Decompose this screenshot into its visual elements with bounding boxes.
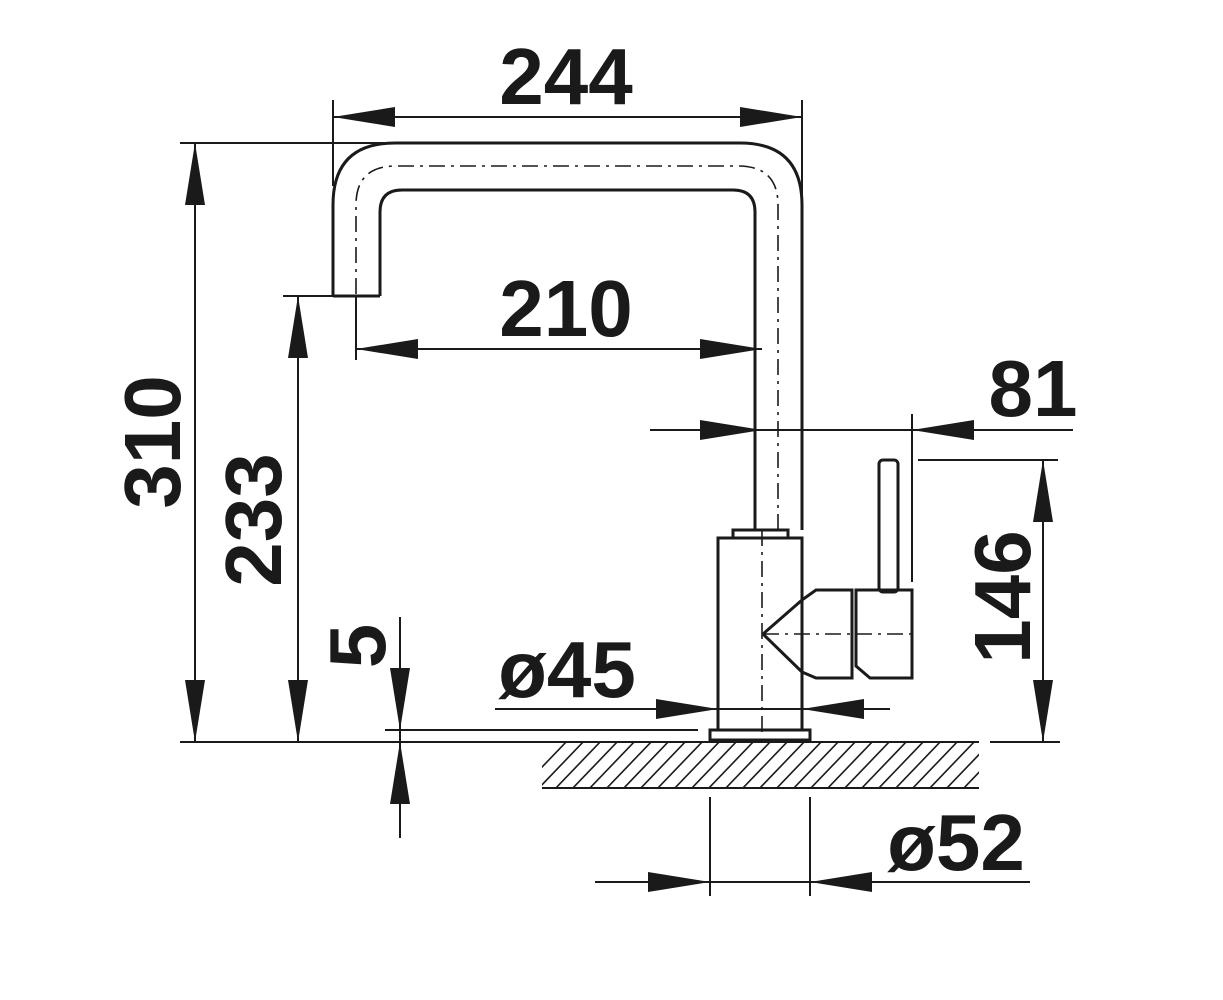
dimension-body-diameter: ø45 [495, 625, 890, 719]
dimension-hole-diameter: ø52 [595, 797, 1030, 896]
hatch-line [707, 742, 755, 788]
hatch-line [622, 742, 670, 788]
label-lever-height: 146 [958, 530, 1047, 663]
label-base-step: 5 [313, 624, 402, 669]
label-overall-height: 310 [108, 375, 197, 508]
hatch-line [690, 742, 738, 788]
hatch-line [792, 742, 840, 788]
dimension-spout-height: 233 [209, 295, 333, 742]
dimension-spout-reach: 210 [355, 264, 762, 360]
dimension-base-step: 5 [313, 617, 698, 838]
hatch-line [571, 742, 619, 788]
hatch-line [673, 742, 721, 788]
hatch-line [605, 742, 653, 788]
hatch-line [911, 742, 959, 788]
hatch-line [542, 742, 585, 786]
hatch-line [542, 742, 568, 769]
hatch-line [877, 742, 925, 788]
hatch-line [962, 771, 979, 788]
hatch-line [656, 742, 704, 788]
hatch-line [860, 742, 908, 788]
center-lines [355, 165, 912, 736]
hatch-line [928, 742, 976, 788]
hatch-line [741, 742, 789, 788]
label-spout-height: 233 [209, 453, 298, 586]
countertop-section [180, 740, 1060, 790]
hatch-line [588, 742, 636, 788]
label-spout-reach: 210 [499, 264, 632, 353]
hatch-line [996, 740, 1044, 790]
hatch-line [724, 742, 772, 788]
label-body-diameter: ø45 [498, 625, 636, 714]
dimension-overall-height: 310 [108, 142, 395, 742]
hatch-line [979, 740, 1027, 790]
hatch-line [758, 742, 806, 788]
dimension-lever-height: 146 [918, 459, 1058, 742]
hatch-line [945, 753, 979, 788]
hatch-line [639, 742, 687, 788]
label-overall-width: 244 [499, 32, 633, 121]
hatch-line [826, 742, 874, 788]
dimension-overall-width: 244 [332, 32, 803, 530]
label-lever-offset: 81 [989, 344, 1078, 433]
hatch-line [894, 742, 942, 788]
label-hole-diameter: ø52 [887, 798, 1025, 887]
hatch-line [775, 742, 823, 788]
hatch-line [809, 742, 857, 788]
hatch-line [843, 742, 891, 788]
hatch-line [554, 742, 602, 788]
faucet-outline [331, 141, 914, 742]
dimension-lever-offset: 81 [650, 344, 1077, 582]
